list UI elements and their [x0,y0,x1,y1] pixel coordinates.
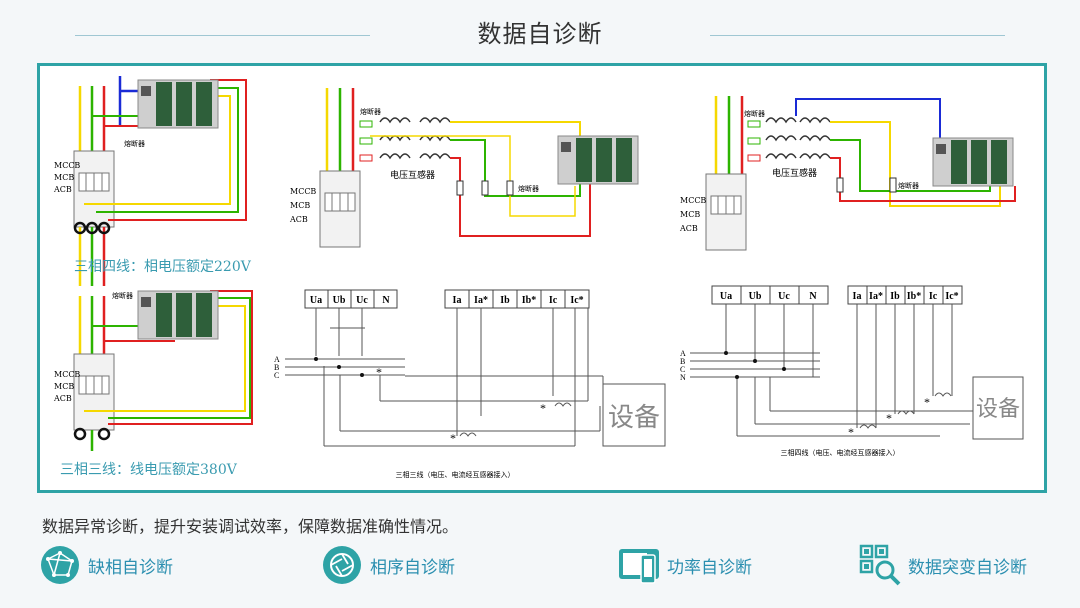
diagram-four-wire: MCCB MCB ACB 熔断器 [53,76,247,286]
title-divider-left [75,35,370,36]
breaker-type-label: MCCB [54,161,80,170]
schematic-four-wire: Ua Ub Uc N Ia Ia* Ib Ib* Ic Ic* A B C N [680,285,1024,457]
breaker-type-label: MCB [54,173,74,182]
terminal-label: Ic [929,291,938,302]
diagram-panel: MCCB MCB ACB 熔断器 MCCB MCB ACB 熔断器 [37,63,1047,493]
terminal-label: Ua [720,291,732,302]
caption-four-wire-pt: 三相四线（电压、电流经互感器接入） [781,448,900,457]
fuse-label: 熔断器 [744,109,765,118]
phase-label: B [680,357,685,366]
caption-three-wire: 三相三线：线电压额定380V [60,462,237,478]
diagram-three-wire: MCCB MCB ACB 熔断器 [53,290,253,451]
fuse-label: 熔断器 [518,184,539,193]
terminal-label: Ib* [907,291,921,302]
phase-label: C [680,365,685,374]
terminal-label: Ib* [522,295,536,306]
feature-power: 功率自诊断 [617,543,752,587]
pt-label: 电压互感器 [772,167,817,179]
phase-label: B [274,363,279,372]
terminal-label: Ib [890,291,900,302]
phase-label: A [274,355,280,364]
terminal-label: Ic* [945,291,958,302]
terminal-label: Ic [549,295,558,306]
breaker-type-label: ACB [53,185,72,194]
phase-label: N [680,373,686,382]
polarity-mark: * [540,401,546,415]
feature-phase-sequence: 相序自诊断 [320,543,455,587]
fuse-label: 熔断器 [112,291,133,300]
breaker-type-label: MCCB [680,196,706,205]
globe-network-icon [38,543,82,587]
page-title: 数据自诊断 [477,20,603,48]
diagram-pt-four-wire: MCCB MCB ACB 熔断器 熔断器 电压互感器 [679,96,1016,251]
terminal-label: Ia [853,291,862,302]
phase-label: C [274,371,279,380]
phase-label: A [680,349,686,358]
fuse-label: 熔断器 [898,181,919,190]
tablet-phone-icon [617,543,661,587]
terminal-label: Ib [500,295,510,306]
breaker-type-label: MCCB [290,187,316,196]
feature-label: 相序自诊断 [370,557,455,578]
feature-data-mutation: 数据突变自诊断 [858,543,1027,587]
breaker-type-label: ACB [289,215,308,224]
polarity-mark: * [924,395,930,409]
fuse-label: 熔断器 [360,107,381,116]
terminal-label: Ic* [570,295,583,306]
description-text: 数据异常诊断，提升安装调试效率，保障数据准确性情况。 [42,517,459,536]
terminal-label: Ub [749,291,762,302]
breaker-type-label: ACB [53,394,72,403]
terminal-label: Ub [333,295,346,306]
terminal-label: N [809,291,817,302]
terminal-label: Ia* [869,291,883,302]
qr-search-icon [858,543,902,587]
fuse-label: 熔断器 [124,139,145,148]
breaker-type-label: MCB [290,201,310,210]
diagram-pt-three-wire: MCCB MCB ACB 熔断器 熔断器 电压互感器 [289,88,639,248]
terminal-label: Ia [453,295,462,306]
caption-three-wire-pt: 三相三线（电压、电流经互感器接入） [396,470,515,479]
terminal-label: Uc [778,291,790,302]
wiring-diagrams: MCCB MCB ACB 熔断器 MCCB MCB ACB 熔断器 [53,76,1024,479]
polarity-mark: * [450,431,456,445]
terminal-label: Ia* [474,295,488,306]
schematic-three-wire: Ua Ub Uc N Ia Ia* Ib Ib* Ic Ic* A B C [274,289,666,479]
pt-label: 电压互感器 [390,169,435,181]
polarity-mark: * [848,425,854,439]
feature-label: 数据突变自诊断 [908,557,1027,578]
polarity-mark: * [886,411,892,425]
device-label: 设备 [976,396,1020,421]
terminal-label: Uc [356,295,368,306]
feature-label: 功率自诊断 [667,557,752,578]
breaker-type-label: ACB [679,224,698,233]
device-label: 设备 [608,403,660,432]
breaker-type-label: MCB [54,382,74,391]
terminal-label: Ua [310,295,322,306]
feature-phase-loss: 缺相自诊断 [38,543,173,587]
breaker-type-label: MCCB [54,370,80,379]
camera-aperture-icon [320,543,364,587]
feature-label: 缺相自诊断 [88,557,173,578]
terminal-label: N [382,295,390,306]
caption-four-wire: 三相四线：相电压额定220V [74,259,251,275]
breaker-type-label: MCB [680,210,700,219]
polarity-mark: * [376,365,382,379]
title-divider-right [710,35,1005,36]
